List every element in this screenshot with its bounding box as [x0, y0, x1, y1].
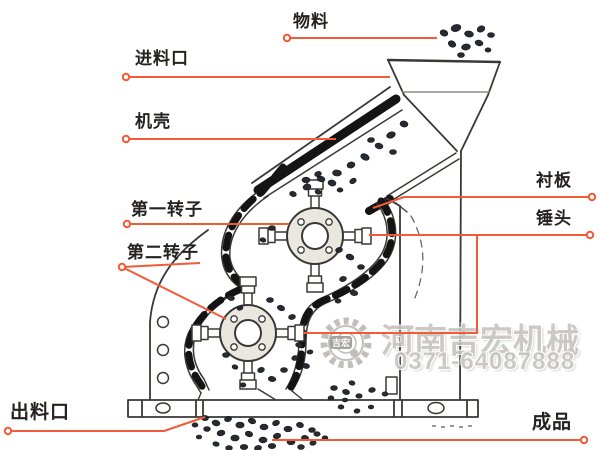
left-support: [149, 229, 209, 401]
base-slot: [385, 376, 398, 395]
liner-plate-right: [285, 197, 396, 394]
callout-outlet-line: [8, 416, 206, 432]
callout-hammer-branch-line: [303, 235, 478, 334]
label-material: 物料: [293, 12, 329, 31]
chamber-wall-right: [285, 197, 397, 394]
base-frame: [127, 376, 479, 418]
label-first-rotor: 第一转子: [131, 200, 203, 219]
feed-hopper: [386, 58, 502, 152]
discharge-throat: [197, 388, 304, 401]
callout-rotor2-underline: [121, 262, 201, 268]
callout-liner-line: [372, 196, 592, 209]
right-wall: [385, 150, 462, 401]
gear-logo-text: 吉宏: [332, 337, 350, 348]
callout-rotor2-line: [121, 266, 227, 320]
rotor-shaft-hole: [234, 319, 262, 347]
callout-dots: [3, 33, 597, 445]
gear-teeth-ring: [320, 317, 372, 369]
base-bolt-hole: [427, 401, 445, 415]
label-discharge-outlet: 出料口: [10, 402, 71, 423]
casing-wall: [251, 86, 403, 199]
hidden-outline-dashed: [410, 215, 424, 301]
label-casing: 机壳: [135, 112, 171, 131]
material-rocks-channel: [289, 120, 409, 197]
material-rocks-hopper: [439, 24, 495, 58]
rotor-shaft-hole: [301, 222, 329, 250]
label-hammer-head: 锤头: [536, 209, 572, 228]
label-feed-inlet: 进料口: [135, 49, 189, 68]
label-liner-plate: 衬板: [536, 171, 572, 190]
label-finished-product: 成品: [532, 412, 573, 433]
watermark-company: 河南吉宏机械: [381, 322, 579, 359]
material-rocks-chamber: [222, 171, 365, 388]
dotted-trail: [432, 425, 472, 428]
base-bolt-hole: [155, 402, 171, 414]
label-second-rotor: 第二转子: [127, 243, 199, 262]
rotor-1: [258, 179, 372, 293]
rotor-2: [191, 276, 305, 390]
watermark-phone: 0371-64087888: [394, 348, 576, 375]
